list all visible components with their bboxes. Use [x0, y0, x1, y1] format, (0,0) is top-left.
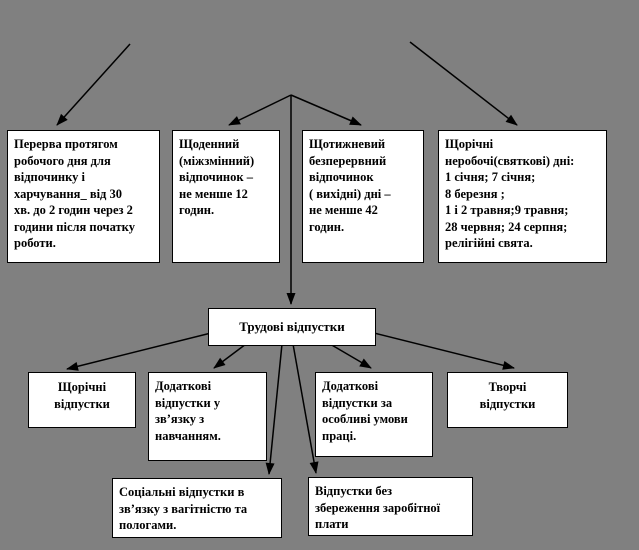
node-daily-rest-label: Щоденний (міжзмінний) відпочинок – не ме… [179, 137, 255, 217]
arrow-to-weekly-rest [290, 94, 362, 126]
arrow-to-additional-conditions [329, 343, 372, 369]
node-additional-conditions-label: Додаткові відпустки за особливі умови пр… [322, 379, 408, 443]
node-break-work-day-label: Перерва протягом робочого дня для відпоч… [14, 137, 135, 250]
node-weekly-rest-label: Щотижневий безперервний відпочинок ( вих… [309, 137, 391, 234]
arrow-to-creative-vacations [369, 331, 515, 370]
arrow-to-social-vacations [265, 343, 283, 475]
node-unpaid-vacations-label: Відпустки без збереження заробітної плат… [315, 484, 441, 531]
node-daily-rest: Щоденний (міжзмінний) відпочинок – не ме… [172, 130, 280, 263]
arrow-to-daily-rest [228, 94, 292, 126]
node-social-vacations-label: Соціальні відпустки в зв’язку з вагітніс… [119, 485, 248, 532]
node-social-vacations: Соціальні відпустки в зв’язку з вагітніс… [112, 478, 282, 538]
node-additional-conditions: Додаткові відпустки за особливі умови пр… [315, 372, 433, 457]
node-creative-vacations: Творчі відпустки [447, 372, 568, 428]
node-labor-vacations: Трудові відпустки [208, 308, 376, 346]
arrow-to-annual-vacations [66, 331, 216, 371]
node-unpaid-vacations: Відпустки без збереження заробітної плат… [308, 477, 473, 536]
node-creative-vacations-label: Творчі відпустки [479, 380, 536, 411]
arrow-to-unpaid-vacations [292, 343, 319, 474]
node-annual-vacations-label: Щорічні відпустки [54, 380, 110, 411]
node-weekly-rest: Щотижневий безперервний відпочинок ( вих… [302, 130, 424, 263]
node-break-work-day: Перерва протягом робочого дня для відпоч… [7, 130, 160, 263]
node-additional-study: Додаткові відпустки у зв’язку з навчання… [148, 372, 267, 461]
arrow-to-additional-study [213, 343, 247, 369]
node-annual-holidays-label: Щорічні неробочі(святкові) дні: 1 січня;… [445, 137, 575, 250]
node-annual-holidays: Щорічні неробочі(святкові) дні: 1 січня;… [438, 130, 607, 263]
node-labor-vacations-label: Трудові відпустки [239, 318, 345, 334]
node-annual-vacations: Щорічні відпустки [28, 372, 136, 428]
arrow-to-annual-holidays [409, 41, 518, 126]
node-additional-study-label: Додаткові відпустки у зв’язку з навчання… [155, 379, 221, 443]
arrow-to-break-work-day [56, 43, 131, 126]
